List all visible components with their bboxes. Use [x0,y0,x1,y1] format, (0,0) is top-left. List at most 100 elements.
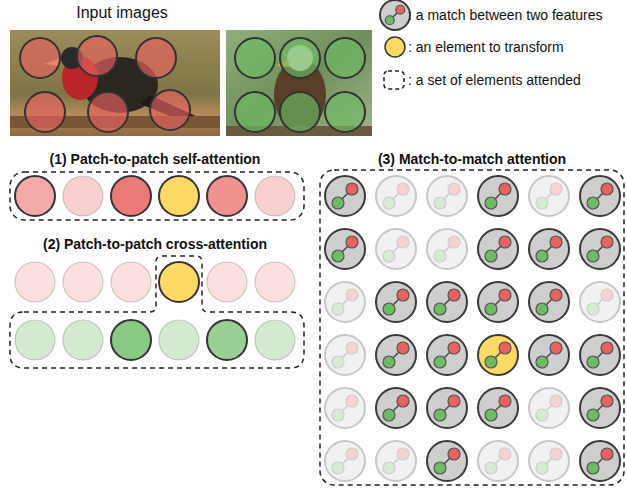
match-icon [478,388,518,428]
red-feature [346,183,358,195]
match-icon [580,282,620,322]
green-feature [587,409,599,421]
green-feature [485,409,497,421]
green-feature [383,197,395,209]
match-outline [376,441,416,481]
target-circle [159,262,199,302]
match-outline [478,176,518,216]
patch-circle [280,38,320,78]
match-icon [529,176,569,216]
red-feature [448,395,460,407]
patch-circle [235,92,275,132]
match-icon [478,229,518,269]
match-outline [427,282,467,322]
red-feature [346,236,358,248]
red-feature [397,236,409,248]
patch-circle [15,262,55,302]
red-feature [346,289,358,301]
green-feature [536,409,548,421]
match-icon [529,335,569,375]
green-feature [485,197,497,209]
patch-circle [63,320,103,360]
red-feature [550,183,562,195]
match-outline [478,282,518,322]
patch-circle [207,176,247,216]
match-icon [325,282,365,322]
target-circle [159,176,199,216]
match-outline [478,388,518,428]
patch-circle [255,262,295,302]
match-outline [325,388,365,428]
red-feature [601,289,613,301]
green-feature [434,197,446,209]
red-feature [346,395,358,407]
match-icon [580,388,620,428]
patch-circle [150,90,190,130]
match-outline [376,282,416,322]
legend-text: : a set of elements attended [408,72,581,89]
patch-circle [77,36,117,76]
green-feature [536,197,548,209]
match-outline [427,229,467,269]
red-feature [601,183,613,195]
match-outline [529,282,569,322]
match-outline [376,229,416,269]
red-feature [601,236,613,248]
match-icon [325,335,365,375]
right-photo [226,30,372,136]
match-icon [580,335,620,375]
photo-patches [20,36,365,132]
green-feature [587,250,599,262]
match-outline [580,176,620,216]
red-feature [601,395,613,407]
match-icon [325,176,365,216]
match-icon [325,441,365,481]
green-feature [383,409,395,421]
match-outline [529,176,569,216]
match-icon [529,388,569,428]
match-attention-panel [320,170,624,485]
match-outline [325,282,365,322]
green-feature [536,356,548,368]
patch-circle [325,38,365,78]
panel-heading: (2) Patch-to-patch cross-attention [43,236,267,253]
green-feature [385,16,394,25]
green-feature [485,462,497,474]
red-feature [499,183,511,195]
patch-circle [25,92,65,132]
green-feature [332,250,344,262]
match-outline [325,441,365,481]
red-feature [601,342,613,354]
red-feature [448,236,460,248]
green-feature [434,462,446,474]
patch-circle [255,176,295,216]
green-feature [332,303,344,315]
red-feature [448,448,460,460]
green-feature [536,250,548,262]
match-outline [580,282,620,322]
patch-circle [207,320,247,360]
cross-attention-panel [10,256,304,368]
match-outline [529,441,569,481]
patch-circle [136,38,176,78]
patch-circle [325,92,365,132]
patch-circle [15,320,55,360]
match-outline [376,176,416,216]
green-feature [383,356,395,368]
match-outline [580,441,620,481]
match-outline [325,229,365,269]
match-icon [478,282,518,322]
red-feature [448,342,460,354]
green-feature [587,303,599,315]
patch-circle [207,262,247,302]
red-feature [346,342,358,354]
red-feature [499,236,511,248]
match-outline [427,441,467,481]
match-outline [427,388,467,428]
match-outline [325,176,365,216]
match-icon [580,441,620,481]
left-photo [10,30,220,136]
green-feature [332,462,344,474]
match-icon [427,388,467,428]
red-feature [397,395,409,407]
